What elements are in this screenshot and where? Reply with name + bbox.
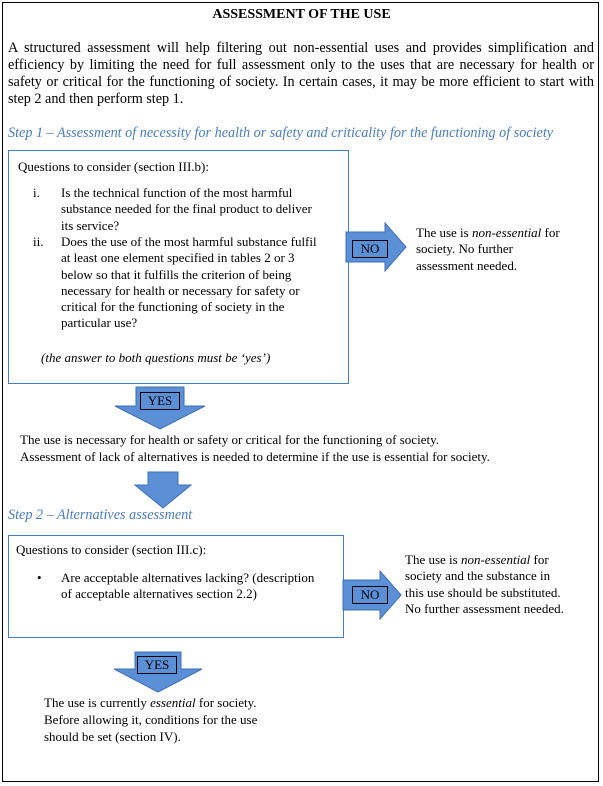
step1-note: (the answer to both questions must be ‘y… — [41, 350, 271, 365]
step1-yes-label: YES — [140, 392, 180, 410]
step2-yes-label: YES — [137, 656, 177, 674]
text-line: at least one element specified in tables… — [61, 250, 295, 266]
text-line: particular use? — [61, 315, 138, 331]
step1-yes-result: The use is necessary for health or safet… — [20, 432, 490, 464]
step2-questions-header: Questions to consider (section III.c): — [16, 542, 207, 557]
text-line: Is the technical function of the most ha… — [61, 185, 293, 200]
step1-heading: Step 1 – Assessment of necessity for hea… — [8, 125, 554, 141]
step1-no-label: NO — [352, 240, 388, 258]
step1-questions-box: Questions to consider (section III.b): i… — [8, 150, 349, 384]
text-line: its service? — [61, 217, 120, 233]
step2-questions-box: Questions to consider (section III.c): •… — [8, 535, 344, 638]
intro-paragraph: A structured assessment will help filter… — [8, 40, 594, 107]
step2-bullet: • — [37, 570, 42, 586]
step2-no-result: The use is non-essential for society and… — [405, 552, 564, 616]
text-line: of acceptable alternatives section 2.2) — [61, 586, 257, 602]
step2-question-text: Are acceptable alternatives lacking? (de… — [61, 570, 343, 603]
step1-questions-header: Questions to consider (section III.b): — [18, 159, 209, 174]
step2-yes-result: The use is currently essential for socie… — [44, 695, 258, 744]
text-line: critical for the functioning of society … — [61, 299, 285, 315]
text-line: Does the use of the most harmful substan… — [61, 234, 317, 249]
step2-no-label: NO — [352, 586, 388, 604]
text-line: substance needed for the final product t… — [61, 201, 312, 217]
page-title: ASSESSMENT OF THE USE — [212, 7, 391, 22]
question-number: i. — [33, 185, 40, 200]
step2-connector-arrow — [134, 471, 192, 509]
bullet-icon: • — [37, 570, 42, 585]
question-number: ii. — [33, 234, 44, 249]
step1-question-1-text: Is the technical function of the most ha… — [61, 185, 346, 234]
step2-heading: Step 2 – Alternatives assessment — [8, 507, 193, 523]
step1-question-2-text: Does the use of the most harmful substan… — [61, 234, 346, 332]
text-line: below so that it fulfills the criterion … — [61, 266, 292, 282]
step1-no-result: The use is non-essential for society. No… — [416, 225, 560, 273]
text-line: necessary for health or necessary for sa… — [61, 282, 300, 298]
text-line: Are acceptable alternatives lacking? (de… — [61, 570, 315, 585]
